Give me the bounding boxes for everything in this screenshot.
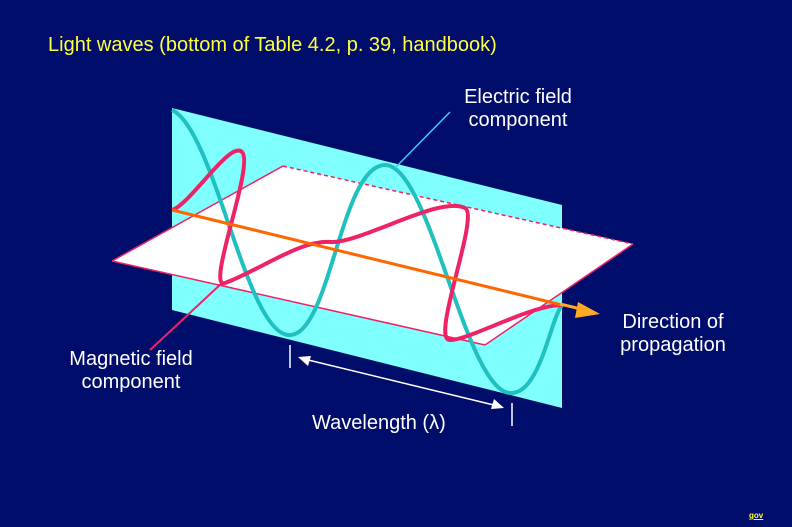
magnetic-field-wave (171, 148, 563, 343)
magnetic-field-label-line2: component (81, 371, 181, 393)
wavelength-arrow-line (299, 357, 503, 408)
magnetic-plane-right-edge (484, 243, 634, 346)
magnetic-label-leader (149, 282, 223, 351)
electric-field-label-line2: component (468, 109, 568, 131)
magnetic-field-label: Magnetic field component (42, 348, 220, 394)
magnetic-field-label-line1: Magnetic field (69, 348, 193, 370)
magnetic-plane-back-edge (282, 165, 634, 245)
direction-label-line1: Direction of (622, 311, 724, 333)
direction-of-propagation-label: Direction of propagation (598, 311, 748, 357)
wavelength-arrowhead-right (491, 399, 504, 409)
direction-arrow-head (575, 302, 600, 318)
electric-field-label-line1: Electric field (464, 86, 572, 108)
wavelength-label: Wavelength (λ) (312, 412, 446, 434)
wavelength-arrowhead-left (298, 356, 311, 366)
electric-field-wave (170, 108, 564, 396)
magnetic-plane-front-edge (111, 260, 486, 346)
electric-label-leader (394, 111, 451, 169)
magnetic-field-plane (112, 166, 633, 345)
propagation-axis (171, 208, 563, 307)
magnetic-plane-left-edge (111, 165, 284, 262)
direction-label-line2: propagation (620, 334, 726, 356)
electric-field-label: Electric field component (440, 86, 596, 132)
page-title: Light waves (bottom of Table 4.2, p. 39,… (48, 34, 497, 56)
corner-mark: gov (749, 511, 764, 520)
